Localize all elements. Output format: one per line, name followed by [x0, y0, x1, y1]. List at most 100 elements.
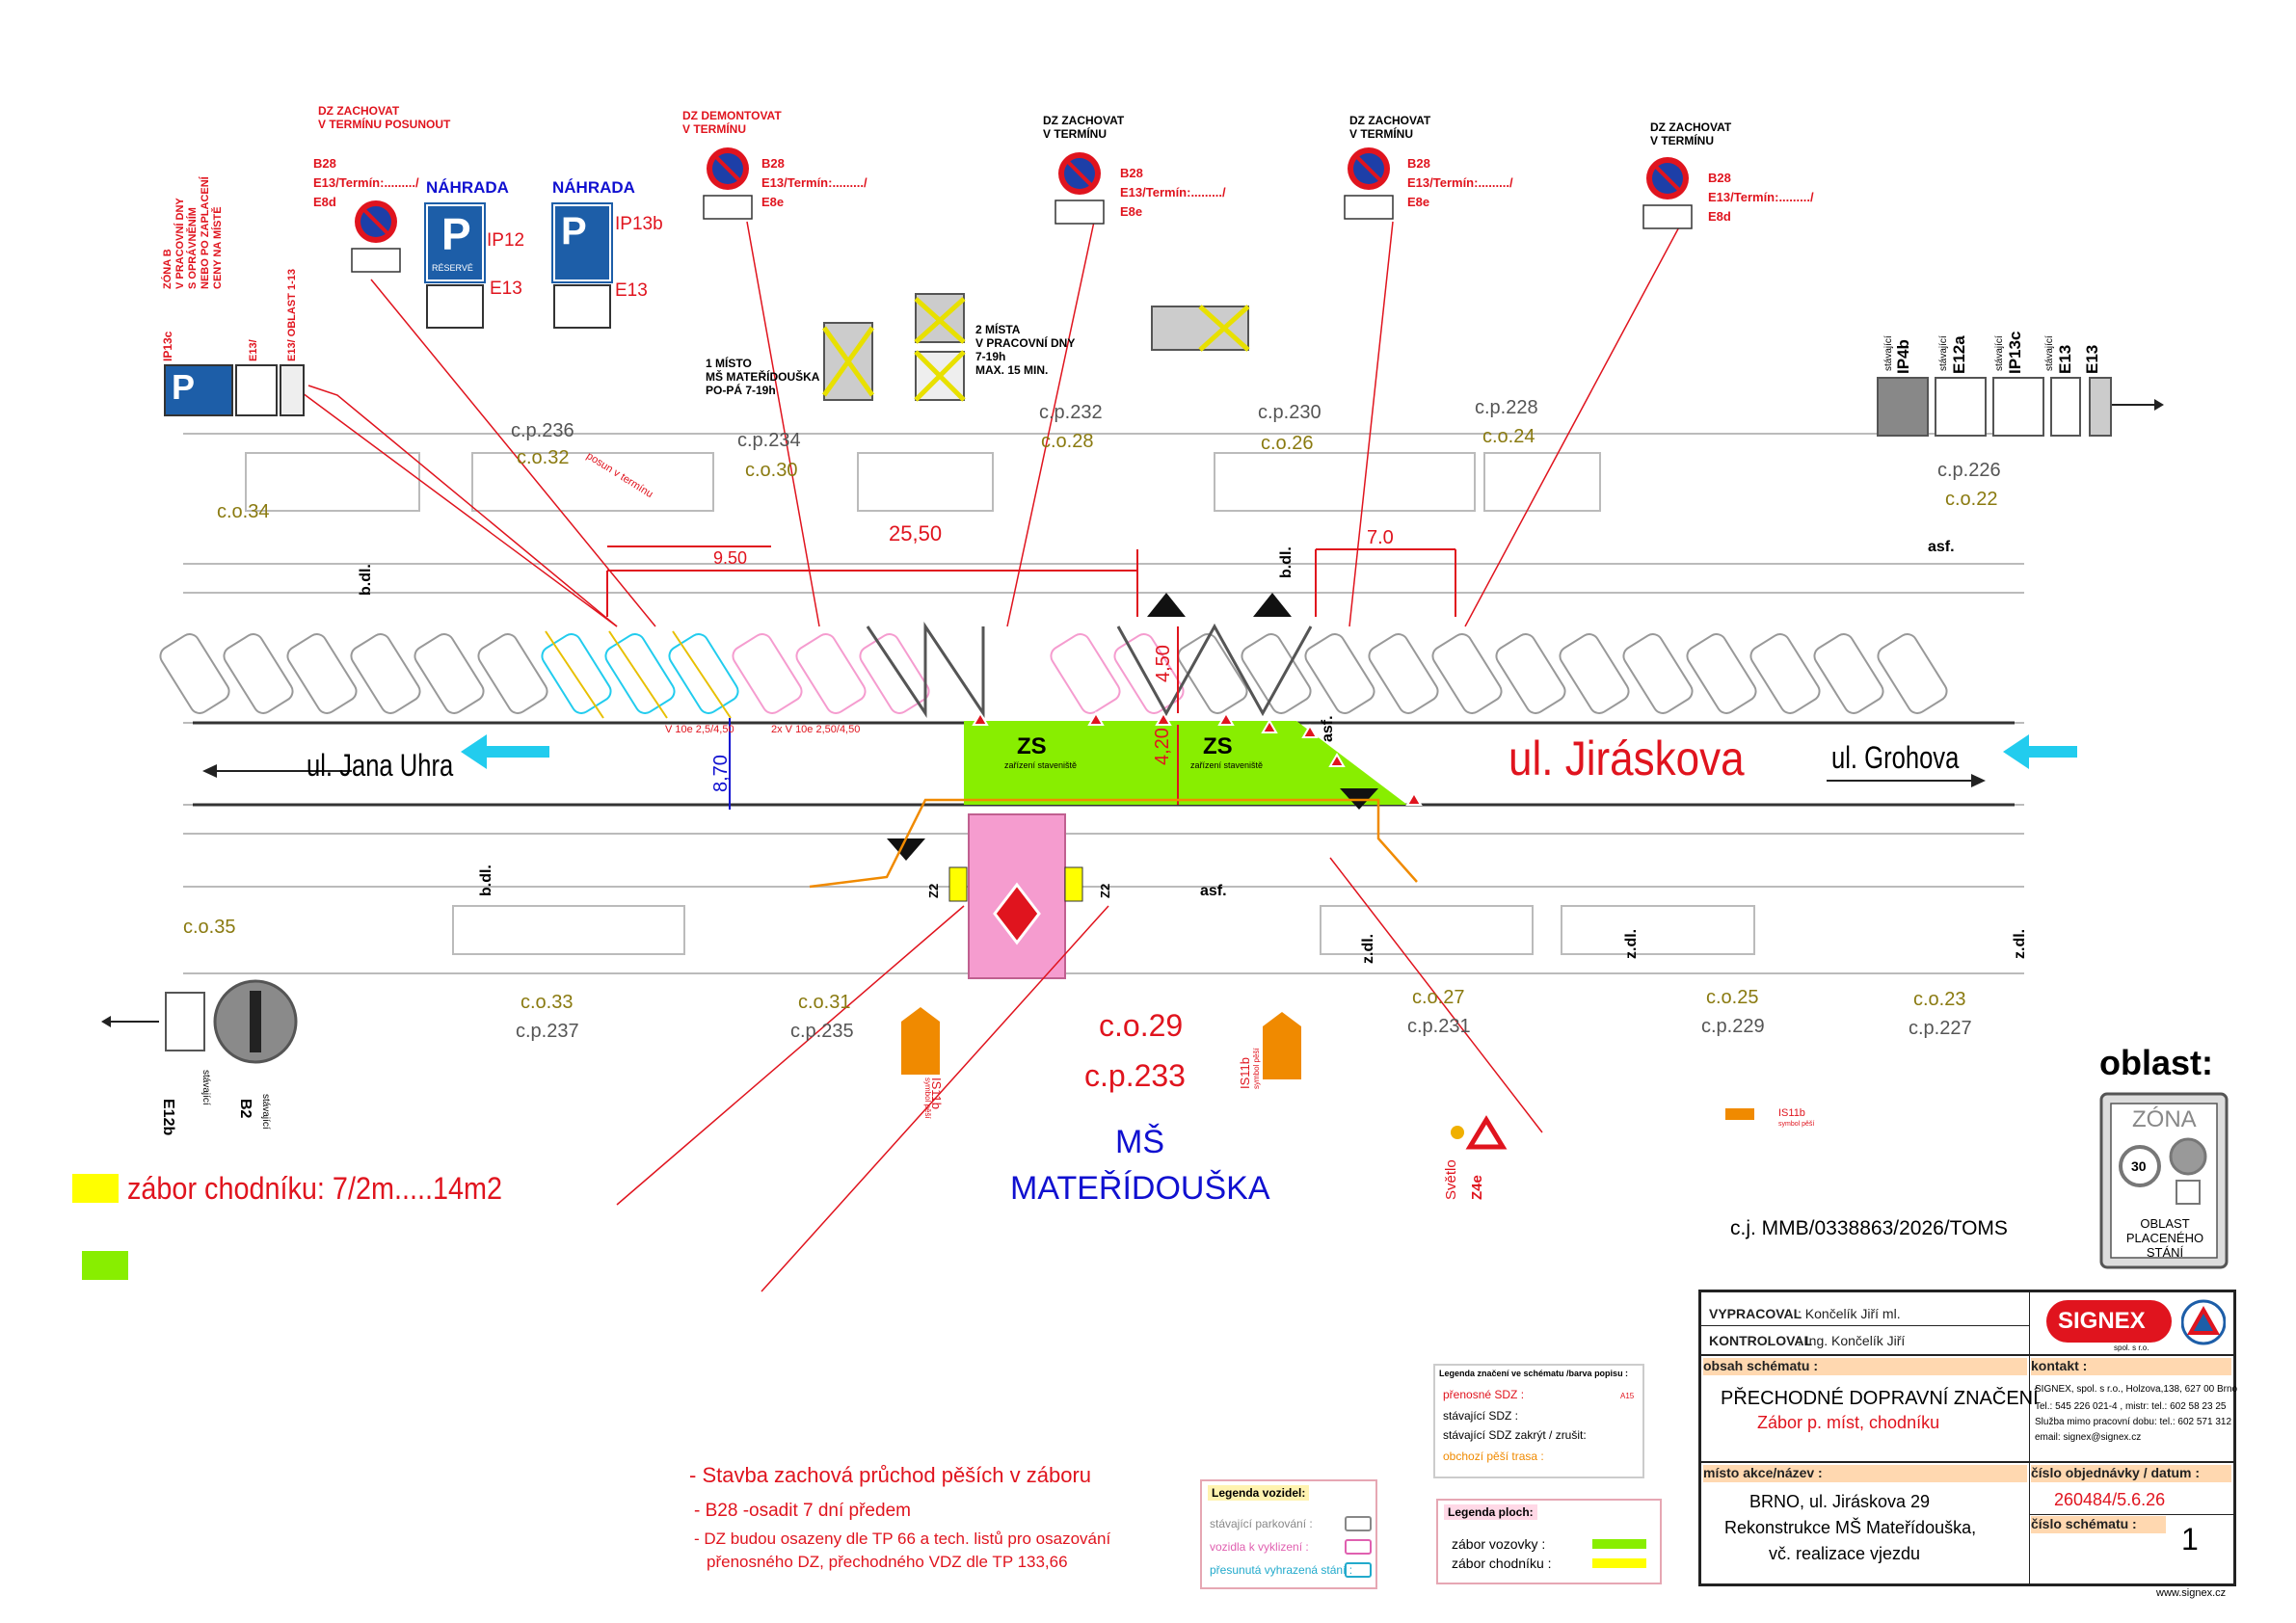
co-26: c.o.26: [1261, 433, 1314, 454]
parked-car: [1813, 633, 1884, 714]
cp-227: c.p.227: [1909, 1018, 1972, 1039]
cp-228: c.p.228: [1475, 397, 1538, 418]
label-z2-right: Z2: [1098, 883, 1112, 898]
signex-logo: SIGNEX: [2046, 1300, 2172, 1343]
relocation-mark: [608, 630, 668, 719]
label-ip12: IP12: [487, 230, 525, 251]
label-ip13b: IP13b: [615, 214, 663, 234]
co-25: c.o.25: [1706, 987, 1759, 1008]
legend-areas-item-1: zábor vozovky :: [1452, 1536, 1546, 1552]
label-v10e-b: 2x V 10e 2,50/4,50: [771, 724, 861, 735]
kontakt-1: SIGNEX, spol. s r.o., Holzova,138, 627 0…: [2035, 1384, 2238, 1395]
zs-label-2: ZS: [1203, 733, 1233, 759]
label-ip4b: IP4b: [1894, 339, 1912, 374]
cp-226: c.p.226: [1937, 460, 2001, 481]
parked-car: [604, 633, 676, 714]
label-ip13c-right: IP13c: [2006, 331, 2024, 374]
label-v10e-a: V 10e 2,5/4,50: [665, 724, 734, 735]
oblast-heading: oblast:: [2099, 1043, 2214, 1082]
legend-vehicles: Legenda vozidel: stávající parkování : v…: [1200, 1479, 1377, 1589]
legend-signs-item-2: stávající SDZ :: [1443, 1409, 1519, 1423]
vypracoval-label: VYPRACOVAL: [1709, 1306, 1802, 1321]
label-symbol-pesi-1: symbol pěší: [923, 1078, 932, 1119]
legend-vehicles-title: Legenda vozidel:: [1208, 1485, 1310, 1501]
kontakt-label: kontakt :: [2031, 1358, 2231, 1375]
label-asf-vertical: asf.: [1320, 715, 1336, 742]
legend-vehicles-item-1: stávající parkování :: [1210, 1517, 1313, 1530]
cp-232: c.p.232: [1039, 402, 1103, 423]
cp-231: c.p.231: [1407, 1016, 1471, 1037]
supplementary-plate-ip12: [426, 284, 484, 329]
label-is11b-2: IS11b: [1238, 1056, 1252, 1089]
parking-ip13b-sign-icon: P: [551, 202, 613, 283]
label-nahrada-1: NÁHRADA: [426, 178, 509, 197]
website: www.signex.cz: [2156, 1587, 2227, 1599]
reserve-text: RÉSERVÉ: [432, 263, 473, 273]
title-block: VYPRACOVAL : Končelík Jiří ml. KONTROLOV…: [1698, 1290, 2238, 1586]
parked-car: [1622, 633, 1694, 714]
parked-car: [1877, 633, 1948, 714]
school-name-2: MATEŘÍDOUŠKA: [1010, 1170, 1270, 1207]
kontakt-3: Služba mimo pracovní dobu: tel.: 602 571…: [2035, 1417, 2232, 1427]
dim-7-0: 7.0: [1367, 527, 1394, 548]
co-33: c.o.33: [521, 992, 574, 1013]
label-e13-right-1: E13: [2056, 344, 2074, 374]
parked-car: [350, 633, 421, 714]
parked-car: [732, 633, 803, 714]
legend-signs-a15: A15: [1620, 1392, 1635, 1400]
co-32: c.o.32: [517, 447, 570, 468]
co-27: c.o.27: [1412, 987, 1465, 1008]
parked-car: [1304, 633, 1375, 714]
misto-2: Rekonstrukce MŠ Mateřídouška,: [1724, 1518, 1977, 1537]
parked-car: [286, 633, 358, 714]
cp-230: c.p.230: [1258, 402, 1322, 423]
street-name-grohova: ul. Grohova: [1831, 740, 1960, 775]
legend-vehicles-item-3: přesunutá vyhrazená stání :: [1210, 1563, 1353, 1577]
parking-ip13c-sign-icon: P: [164, 364, 233, 416]
label-e13-oblast: E13/ OBLAST 1-13: [286, 269, 298, 361]
pedestrian-bypass-route: [809, 798, 1418, 889]
warning-diamond-icon: [993, 882, 1041, 945]
parked-car: [1050, 633, 1121, 714]
direction-arrow-left: [461, 734, 549, 769]
parked-car: [1368, 633, 1439, 714]
label-zdl-1: z.dl.: [1360, 933, 1376, 964]
zs-sub-2: zařízení staveniště: [1190, 760, 1264, 770]
legend-areas: Legenda ploch: zábor vozovky : zábor cho…: [1436, 1499, 1662, 1584]
school-co: c.o.29: [1099, 1008, 1184, 1043]
note-1: - Stavba zachová průchod pěších v záboru: [689, 1463, 1092, 1487]
legend-areas-title: Legenda ploch:: [1444, 1504, 1537, 1520]
label-ip13c-left: IP13c: [161, 331, 174, 361]
parked-car: [1686, 633, 1757, 714]
note-4: přenosného DZ, přechodného VDZ dle TP 13…: [707, 1553, 1068, 1571]
dim-4-20: 4,20: [1152, 728, 1173, 765]
parking-reserved-sign-icon: P RÉSERVÉ: [424, 202, 486, 283]
zs-label-1: ZS: [1017, 733, 1047, 759]
label-stavajici-e12a: stávající: [1938, 335, 1949, 371]
signex-logo-sub: spol. s r.o.: [2114, 1344, 2149, 1352]
relocation-mark: [545, 630, 604, 719]
obsah-label: obsah schématu :: [1703, 1358, 2027, 1375]
label-is11b-3: IS11b: [1778, 1107, 1805, 1119]
zona-text: ZÓNA: [2132, 1106, 2197, 1132]
label-e13-right-2: E13: [2083, 344, 2101, 374]
cp-229: c.p.229: [1701, 1016, 1765, 1037]
legend-signs-title: Legenda značení ve schématu /barva popis…: [1439, 1369, 1629, 1378]
dim-25-50: 25,50: [889, 521, 943, 545]
parked-cars: [159, 630, 1948, 719]
label-symbol-pesi-3: symbol pěší: [1778, 1121, 1815, 1128]
label-zdl-2: z.dl.: [1623, 928, 1640, 959]
kontroloval-value: : Ing. Končelík Jiří: [1798, 1333, 1906, 1348]
roadway-occupation-area: [964, 721, 1407, 805]
parking-letter: P: [561, 210, 587, 253]
